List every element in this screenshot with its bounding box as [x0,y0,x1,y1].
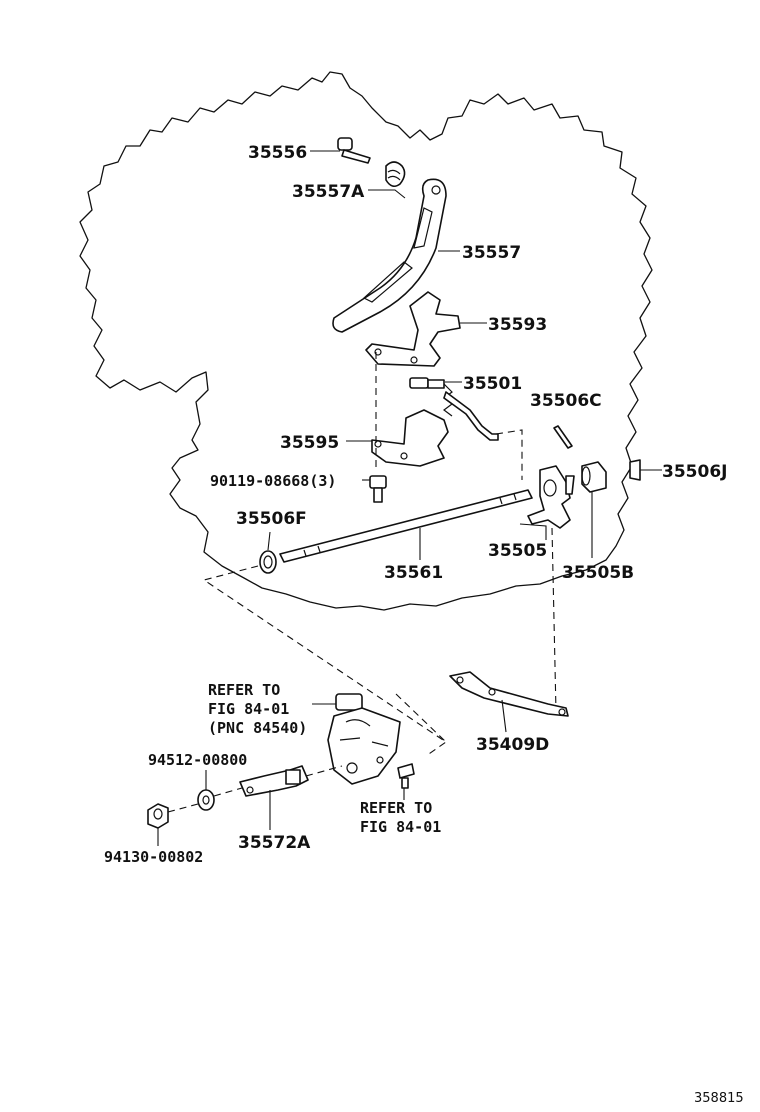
label-35501: 35501 [463,374,522,394]
part-35505-lever [527,465,575,529]
part-35572A-arm [239,765,309,797]
label-35595: 35595 [280,433,339,453]
refer-note-1-line1: REFER TO [208,681,280,699]
refer-note-1-line3: (PNC 84540) [208,719,307,737]
figure-id: 358815 [694,1091,744,1106]
label-35409D: 35409D [476,735,549,755]
label-35506C: 35506C [530,391,602,411]
label-35561: 35561 [384,563,443,583]
part-35557A-clip [385,161,406,188]
part-35556-bolt [337,137,371,164]
part-35595-bracket [371,409,449,467]
label-35557A: 35557A [292,182,365,202]
refer-note-1-line2: FIG 84-01 [208,700,289,718]
part-90119-bolt [369,475,387,503]
part-35409D-link [449,671,569,717]
part-switch-bolt [397,763,415,789]
label-35506J: 35506J [662,462,727,482]
part-35506F-seal [259,550,277,574]
transmission-housing-outline [79,71,653,611]
part-35593-bracket [365,291,461,367]
part-neutral-start-switch [327,693,401,785]
label-35572A: 35572A [238,833,311,853]
label-35556: 35556 [248,143,307,163]
label-35505B: 35505B [562,563,634,583]
part-35557-bracket [332,178,447,333]
label-94130-00802: 94130-00802 [104,848,203,866]
label-90119-08668: 90119-08668(3) [210,472,336,490]
label-94512-00800: 94512-00800 [148,751,247,769]
label-35557: 35557 [462,243,521,263]
part-35506J-plug [629,459,641,481]
refer-note-2-line1: REFER TO [360,799,432,817]
part-94512-washer [197,789,215,811]
part-35561-shaft [279,489,533,563]
part-35506C-pin [553,425,573,449]
refer-note-2-line2: FIG 84-01 [360,818,441,836]
part-94130-nut [147,803,169,829]
label-35506F: 35506F [236,509,307,529]
part-35501-rod [409,377,499,441]
part-35505B-bushing [581,461,607,493]
label-35505: 35505 [488,541,547,561]
label-35593: 35593 [488,315,547,335]
